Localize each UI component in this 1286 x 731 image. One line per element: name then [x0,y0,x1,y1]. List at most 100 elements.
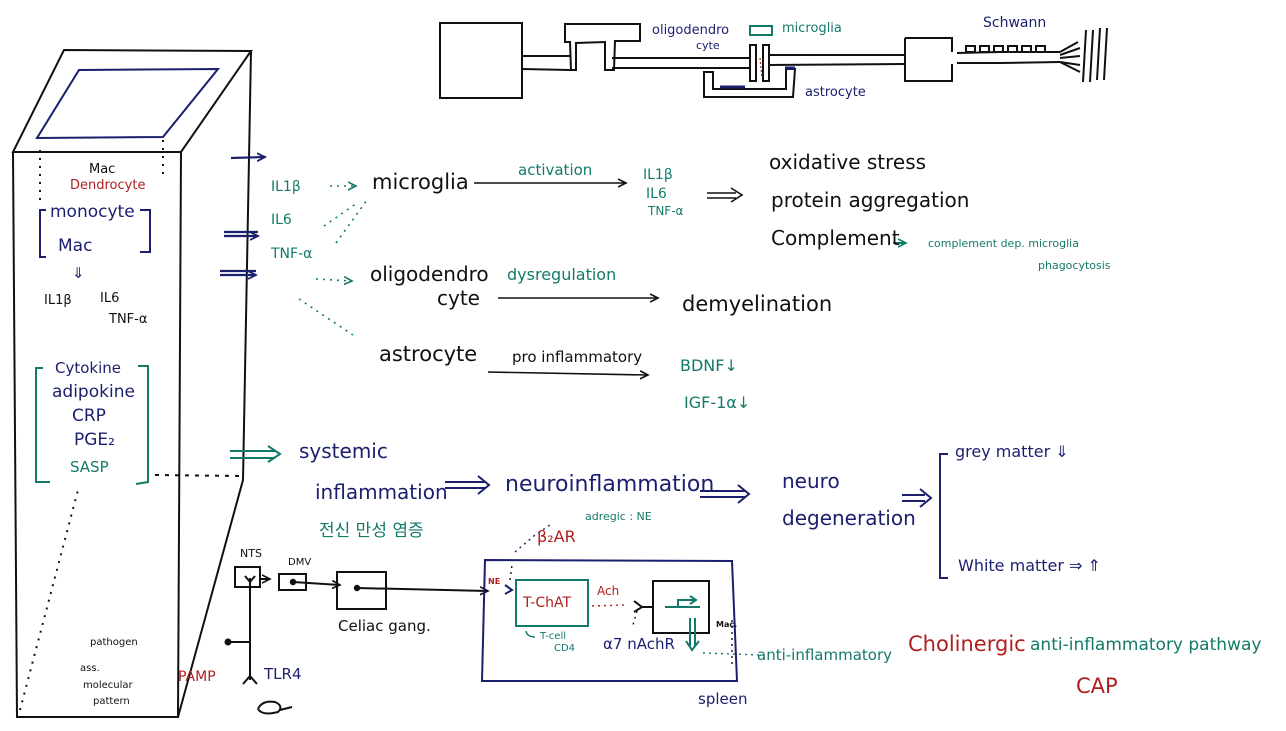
astrocyte-endfoot [720,66,795,89]
label-systemic: systemic [299,439,388,463]
prism-hidden-edge [19,489,79,711]
label-complement: Complement [771,226,900,250]
arrow-proinflammatory [487,372,648,375]
label-cd4: CD4 [554,643,576,654]
neuron-soma [439,22,523,99]
label-bdnf: BDNF↓ [680,356,738,375]
label-pamp: PAMP [178,669,216,685]
label-crp: CRP [72,406,106,426]
label-microglia: microglia [372,170,469,194]
label-il6: IL6 [271,212,292,228]
label-celiac-ganglion: Celiac gang. [338,617,431,635]
label-vessel-tnfa: TNF-α [109,312,148,327]
label-out-tnfa: TNF-α [648,204,684,218]
label-microglia-schematic: microglia [782,21,842,36]
label-ach: Ach [597,584,620,598]
spleen-box [480,558,739,682]
label-neuro: neuro [782,469,840,493]
label-out-il6: IL6 [646,186,667,202]
label-adregic-ne: adregic : NE [585,510,652,523]
cell-bracket [39,209,151,258]
label-nts: NTS [240,547,262,560]
cascade-arrows [445,453,948,579]
label-demyelination: demyelination [682,292,833,316]
cap-dotted-links [509,524,761,665]
label-cap: CAP [1076,674,1118,698]
label-schwann: Schwann [983,15,1047,31]
label-korean-chronic-inflammation: 전신 만성 염증 [319,521,424,541]
label-degeneration: degeneration [782,506,916,530]
cap-circuit [224,558,739,715]
prism-front-face [12,151,182,718]
label-white-matter: White matter ⇒ ⇑ [958,556,1101,575]
release-arrow [689,618,696,646]
mediator-bracket [35,365,149,485]
label-igf: IGF-1α↓ [684,393,751,412]
label-pge2: PGE₂ [74,430,115,450]
label-pathogen: pathogen [90,637,138,648]
microglia-shape [749,25,773,36]
label-grey-matter: grey matter ⇓ [955,442,1069,461]
blood-vessel-prism [11,48,253,718]
label-ass: ass. [80,663,100,674]
label-tlr4: TLR4 [264,665,302,683]
label-tchat: T-ChAT [523,595,572,611]
label-protein-aggregation: protein aggregation [771,188,970,212]
systemic-arrow [230,445,282,463]
label-oligodendrocyte: oligodendro [652,23,730,38]
gene-transcription [665,599,700,608]
label-tnfa: TNF-α [271,246,313,262]
label-sasp: SASP [70,458,109,476]
label-complement-note-1: complement dep. microglia [928,237,1079,250]
neuron-schematic [439,22,1108,99]
glia-arrows [474,183,744,375]
label-a7-nachr: α7 nAchR [603,635,675,653]
label-mac-cap: Mac. [716,620,738,629]
label-anti-inflammatory-pathway: anti-inflammatory pathway [1030,635,1262,655]
tchat-cell [515,579,589,627]
label-cytokine: Cytokine [55,359,121,377]
label-vessel-il1b: IL1β [44,293,72,308]
prism-side-face [177,50,252,718]
nts-box [234,566,261,588]
label-oxidative-stress: oxidative stress [769,150,927,174]
axon-bottom [521,61,1061,71]
axon-top [522,51,1060,59]
schwann-cells [965,45,1046,53]
synapse-mark [759,57,763,79]
label-mac-2: Mac [58,236,93,256]
celiac-box [336,571,387,610]
label-activation: activation [518,161,593,179]
label-oligodendro-cyte: cyte [437,286,480,310]
bacterium [257,700,293,715]
label-dmv: DMV [288,557,312,568]
label-spleen: spleen [698,690,748,708]
down-arrow-icon: ⇓ [72,264,85,282]
prism-hidden-edge [154,474,244,477]
splenic-nerve [356,588,488,591]
arrow-to-effects [707,192,736,199]
label-adipokine: adipokine [52,382,135,402]
label-oligodendrocyte-2: cyte [696,39,720,52]
label-proinflammatory: pro inflammatory [512,348,643,366]
axon-segment-box [904,37,953,82]
label-vessel-il6: IL6 [100,291,120,306]
label-mac: Mac [89,162,116,177]
oligodendrocyte-shape [564,23,641,71]
cytokine-dotted-links [298,186,368,336]
axon-terminal [1059,41,1081,73]
node-of-ranvier [749,44,770,82]
label-monocyte: monocyte [50,202,135,222]
target-muscle [1082,27,1108,83]
label-out-il1b: IL1β [643,167,673,183]
prism-lumen [35,67,221,140]
tcell-pointer [525,630,536,638]
label-cholinergic: Cholinergic [908,632,1026,656]
label-inflammation: inflammation [315,480,448,504]
label-pattern: pattern [93,696,130,707]
label-complement-note-2: phagocytosis [1038,259,1111,272]
label-astrocyte: astrocyte [379,342,478,366]
cytokine-release-arrows [220,157,265,275]
label-b2ar: β₂AR [537,527,576,546]
